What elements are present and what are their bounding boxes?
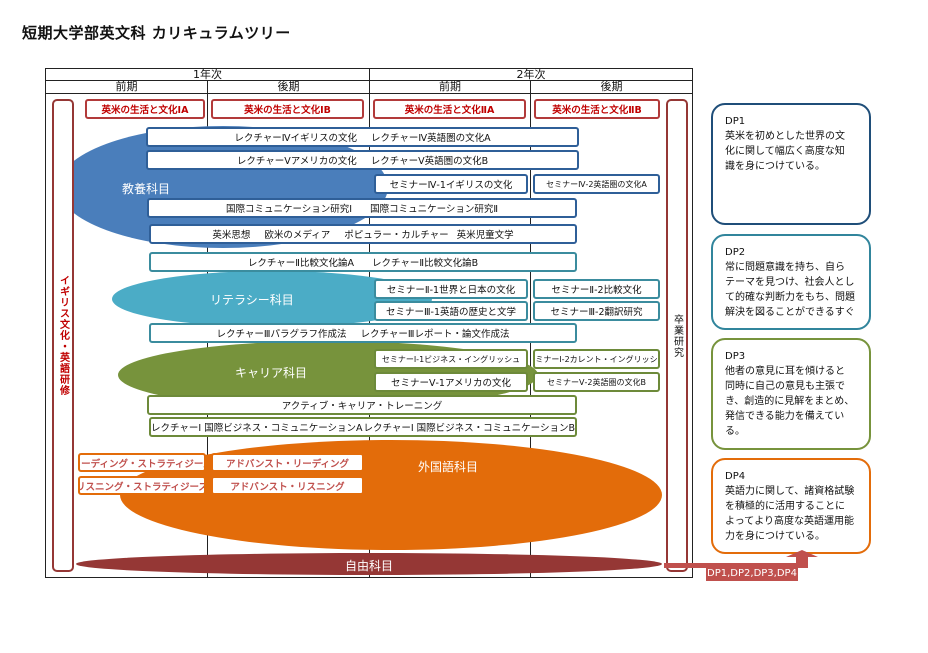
- course-thought: 英米思想: [212, 230, 251, 241]
- course-beibei-1a: 英米の生活と文化ⅠA: [85, 99, 205, 119]
- course-adv-reading: アドバンスト・リーディング: [211, 453, 364, 472]
- header-year2: 2年次: [516, 68, 546, 81]
- course-row-intl-comm: 国際コミュニケーション研究Ⅰ 国際コミュニケーション研究Ⅱ: [147, 198, 577, 218]
- course-lec5-b: レクチャーⅤ英語圏の文化B: [370, 156, 489, 167]
- dp1-label: DP1: [725, 116, 746, 127]
- area-literacy-label: リテラシー科目: [210, 293, 294, 307]
- course-media: 欧米のメディア: [264, 230, 331, 241]
- course-sem2-2: セミナーⅡ-2比較文化: [533, 279, 660, 299]
- header-term-1: 前期: [115, 80, 138, 93]
- course-listening: リスニング・ストラティジーズ: [78, 476, 206, 495]
- area-free-shape: [76, 553, 662, 575]
- course-lec5-a: レクチャーⅤアメリカの文化: [236, 156, 357, 167]
- course-sem3-1: セミナーⅢ-1英語の歴史と文学: [374, 301, 528, 321]
- page-title: 短期大学部英文科 カリキュラムツリー: [22, 24, 291, 42]
- course-sem4-2: セミナーⅣ-2英語圏の文化A: [533, 174, 660, 194]
- course-beibei-2b: 英米の生活と文化ⅡB: [534, 99, 660, 119]
- dp3-label: DP3: [725, 351, 746, 362]
- course-active-career: アクティブ・キャリア・トレーニング: [147, 395, 577, 415]
- course-row-lec5: レクチャーⅤアメリカの文化 レクチャーⅤ英語圏の文化B: [146, 150, 579, 170]
- dp4-line: を積極的に活用することに: [725, 501, 845, 512]
- dp-all-label: DP1,DP2,DP3,DP4: [706, 566, 798, 581]
- dp4-line: 英語力に関して、諸資格試験: [725, 486, 855, 497]
- dp3-line: 他者の意見に耳を傾けると: [725, 366, 845, 377]
- course-lec4-b: レクチャーⅣ英語圏の文化A: [371, 133, 491, 144]
- course-lec4-a: レクチャーⅣイギリスの文化: [234, 133, 357, 144]
- course-lec2-b: レクチャーⅡ比較文化論B: [371, 258, 479, 269]
- side-label-right: 卒業研究: [666, 99, 688, 572]
- side-label-left: イギリス文化・英語研修: [52, 99, 74, 572]
- arrow-free-to-dp-icon: [664, 550, 818, 568]
- course-adv-listening: アドバンスト・リスニング: [211, 476, 364, 495]
- dp2-line: て的確な判断力をもち、問題: [725, 292, 855, 303]
- course-children-lit: 英米児童文学: [456, 230, 514, 241]
- dp1-box: DP1 英米を初めとした世界の文 化に関して幅広く高度な知 識を身につけている。: [711, 103, 871, 225]
- course-lec1-a: レクチャーⅠ 国際ビジネス・コミュニケーションA: [151, 423, 363, 434]
- dp4-box: DP4 英語力に関して、諸資格試験 を積極的に活用することに よってより高度な英…: [711, 458, 871, 554]
- dp4-line: 力を身につけている。: [725, 531, 825, 542]
- course-beibei-2a: 英米の生活と文化ⅡA: [373, 99, 526, 119]
- dp1-line: 化に関して幅広く高度な知: [725, 146, 845, 157]
- dp2-label: DP2: [725, 247, 746, 258]
- course-sem4-1: セミナーⅣ-1イギリスの文化: [374, 174, 528, 194]
- area-free-label: 自由科目: [345, 559, 394, 573]
- dp3-line: 同時に自己の意見も主張で: [725, 381, 845, 392]
- course-sem5-1: セミナーⅤ-1アメリカの文化: [374, 372, 528, 392]
- course-row-lec3: レクチャーⅢパラグラフ作成法 レクチャーⅢレポート・論文作成法: [149, 323, 577, 343]
- dp2-line: 常に問題意識を持ち、自ら: [725, 262, 845, 273]
- dp2-box: DP2 常に問題意識を持ち、自ら テーマを見つけ、社会人とし て的確な判断力をも…: [711, 234, 871, 330]
- dp1-line: 識を身につけている。: [725, 161, 825, 172]
- course-intl-comm-1: 国際コミュニケーション研究Ⅰ: [225, 204, 353, 215]
- header-term-3: 前期: [439, 80, 461, 93]
- area-foreign-label: 外国語科目: [418, 460, 479, 474]
- course-sem3-2: セミナーⅢ-2翻訳研究: [533, 301, 660, 321]
- course-popular: ポピュラー・カルチャー: [344, 230, 449, 241]
- course-lec3-b: レクチャーⅢレポート・論文作成法: [360, 329, 510, 340]
- area-foreign-shape: [120, 440, 662, 550]
- dp2-line: 解決を図ることができるすぐ: [725, 307, 855, 318]
- header-term-4: 後期: [600, 80, 623, 93]
- header-year1: 1年次: [193, 68, 222, 81]
- course-row-lec2: レクチャーⅡ比較文化論A レクチャーⅡ比較文化論B: [149, 252, 577, 272]
- course-lec3-a: レクチャーⅢパラグラフ作成法: [216, 329, 347, 340]
- course-sem5-2: セミナーⅤ-2英語圏の文化B: [533, 372, 660, 392]
- dp4-line: よってより高度な英語運用能: [725, 516, 854, 527]
- course-intl-comm-2: 国際コミュニケーション研究Ⅱ: [370, 204, 499, 215]
- area-career-label: キャリア科目: [235, 366, 308, 380]
- course-reading: リーディング・ストラティジーズ: [78, 453, 206, 472]
- course-sem2-1: セミナーⅡ-1世界と日本の文化: [374, 279, 528, 299]
- course-sem1-1: セミナーⅠ-1ビジネス・イングリッシュ: [374, 349, 528, 369]
- dp3-line: 発信できる能力を備えている。: [725, 411, 845, 437]
- dp1-line: 英米を初めとした世界の文: [725, 131, 845, 142]
- dp2-line: テーマを見つけ、社会人とし: [725, 277, 855, 288]
- course-beibei-1b: 英米の生活と文化ⅠB: [211, 99, 364, 119]
- course-lec1-b: レクチャーⅠ 国際ビジネス・コミュニケーションB: [363, 423, 575, 434]
- dp3-line: き、創造的に見解をまとめ、: [725, 396, 855, 407]
- area-kyoyo-label: 教養科目: [122, 182, 171, 196]
- dp4-label: DP4: [725, 471, 746, 482]
- course-row-lec4: レクチャーⅣイギリスの文化 レクチャーⅣ英語圏の文化A: [146, 127, 579, 147]
- course-lec2-a: レクチャーⅡ比較文化論A: [247, 258, 354, 269]
- course-row-general: 英米思想 欧米のメディア ポピュラー・カルチャー英米児童文学: [149, 224, 577, 244]
- header-term-2: 後期: [277, 80, 300, 93]
- course-sem1-2: セミナーⅠ-2カレント・イングリッシュ: [533, 349, 660, 369]
- dp3-box: DP3 他者の意見に耳を傾けると 同時に自己の意見も主張で き、創造的に見解をま…: [711, 338, 871, 450]
